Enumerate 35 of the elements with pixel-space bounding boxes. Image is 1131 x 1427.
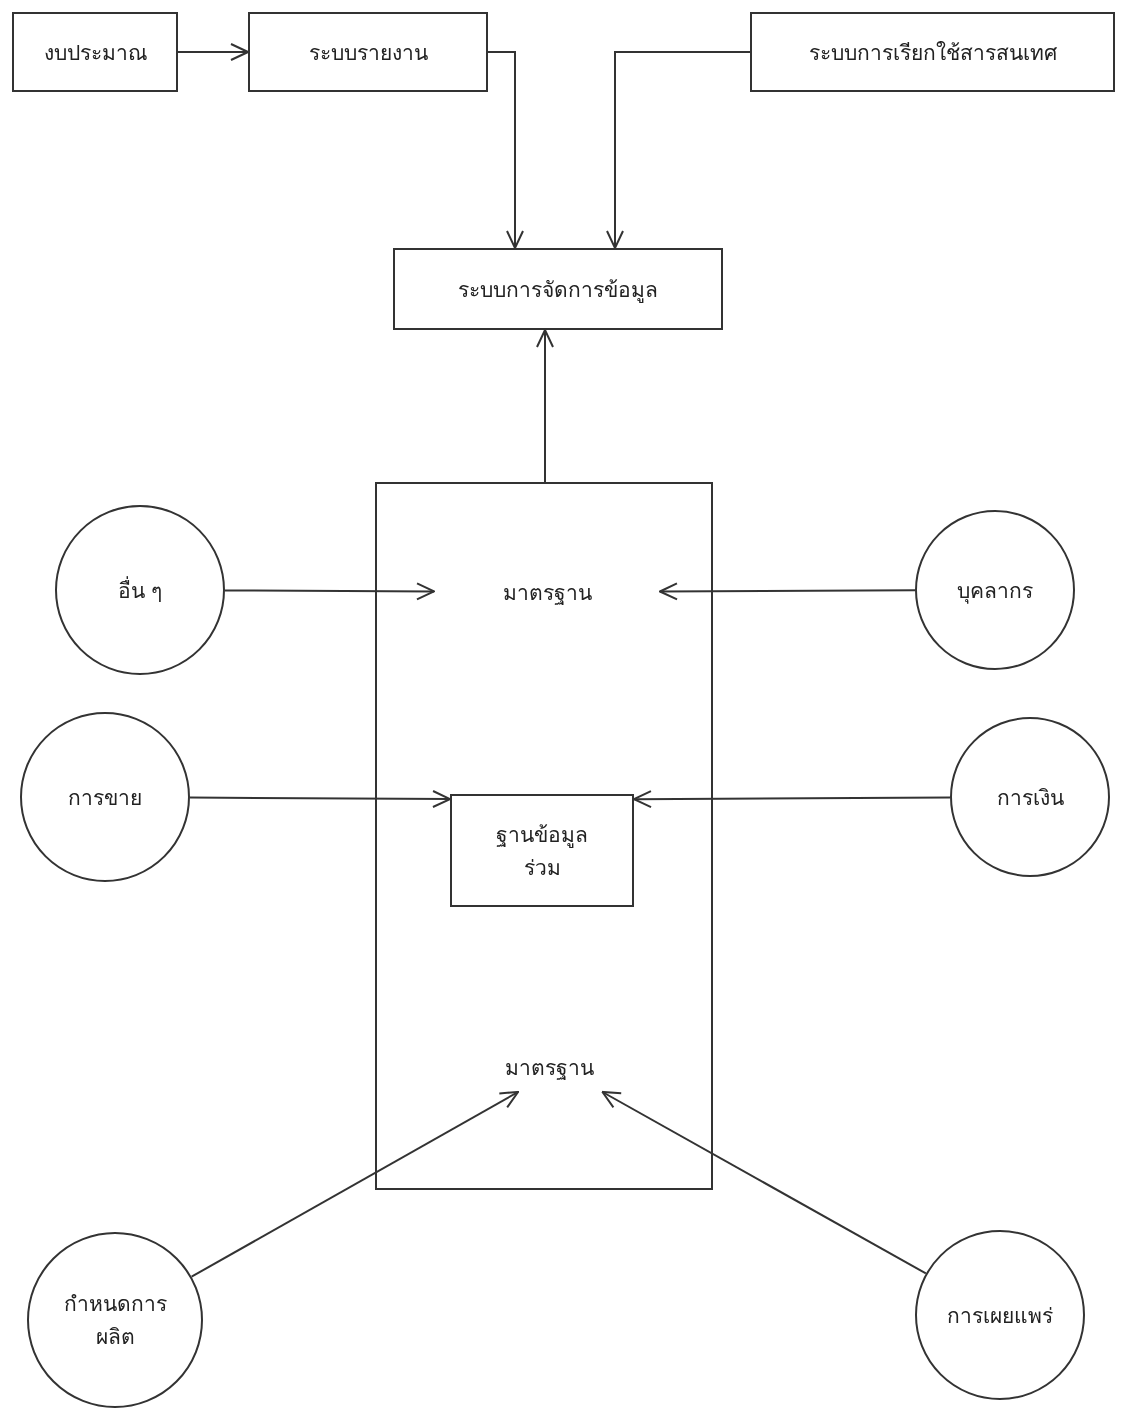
process-box: [248, 12, 488, 92]
arrow: [487, 51, 524, 249]
arrow: [659, 582, 916, 601]
node-label: งบประมาณ: [42, 39, 148, 67]
arrow: [536, 329, 554, 483]
arrow: [177, 43, 249, 61]
source-circle: [950, 717, 1110, 877]
node-label: การขาย: [67, 784, 143, 812]
arrow: [633, 790, 951, 809]
database-box: [450, 794, 634, 907]
source-circle: [55, 505, 225, 675]
node-label: ฐานข้อมูลร่วม: [495, 821, 589, 882]
source-circle: [27, 1232, 203, 1408]
arrow: [606, 51, 751, 249]
arrow: [601, 1091, 927, 1275]
source-circle: [20, 712, 190, 882]
node-label: ระบบการจัดการข้อมูล: [457, 276, 659, 305]
process-box: [393, 248, 723, 330]
node-label: ระบบการเรียกใช้สารสนเทศ: [807, 39, 1058, 67]
arrow: [224, 582, 435, 601]
node-label: บุคลากร: [956, 577, 1034, 606]
node-label: การเงิน: [995, 784, 1065, 812]
source-circle: [915, 510, 1075, 670]
arrow: [190, 1091, 520, 1278]
text-label: มาตรฐาน: [437, 1042, 661, 1092]
text-label: มาตรฐาน: [434, 567, 660, 617]
node-label: อื่น ๆ: [116, 575, 164, 605]
node-label: ระบบรายงาน: [307, 39, 429, 67]
node-label: การเผยแพร่: [946, 1302, 1054, 1330]
node-label: กำหนดการผลิต: [62, 1291, 168, 1351]
source-circle: [915, 1230, 1085, 1400]
container-box: [375, 482, 713, 1190]
process-box: [12, 12, 178, 92]
process-box: [750, 12, 1115, 92]
arrow: [189, 790, 451, 808]
